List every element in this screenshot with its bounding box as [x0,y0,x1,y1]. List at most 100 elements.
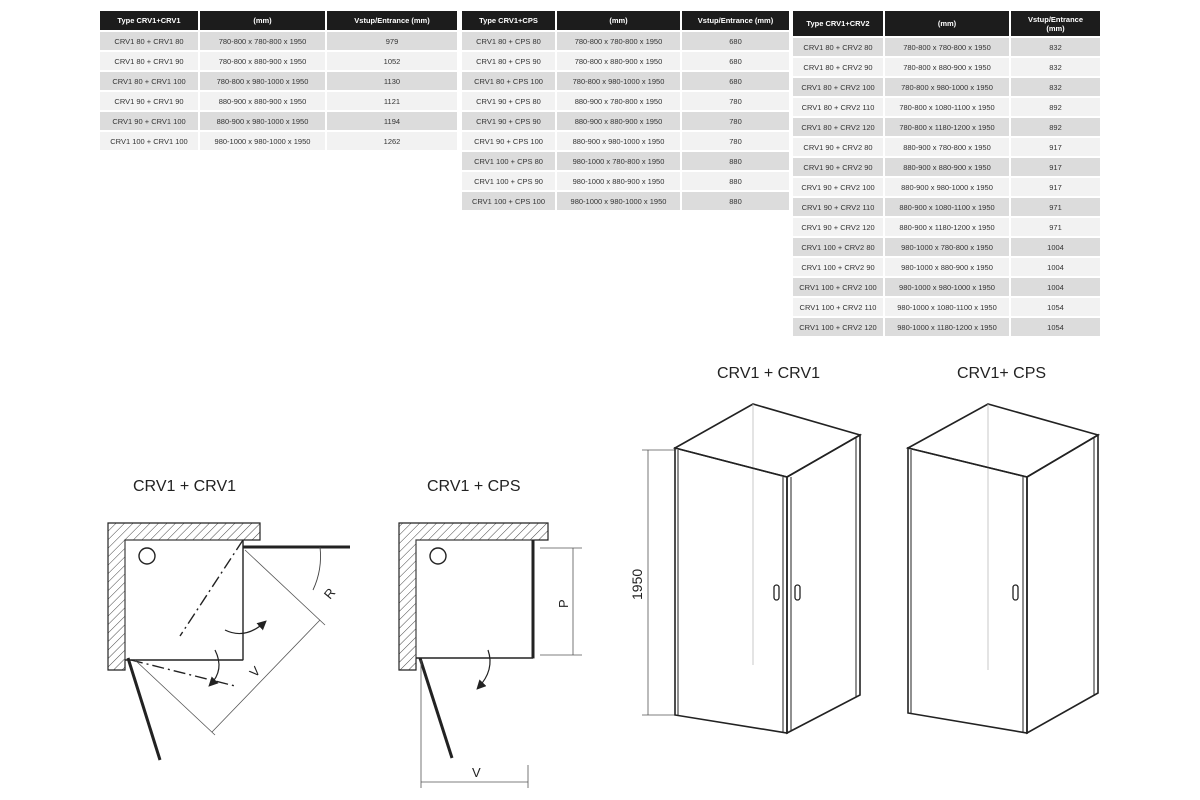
plan-cps-title: CRV1 + CPS [427,478,521,495]
cell-entrance: 1052 [327,52,457,70]
cell-dimensions: 980-1000 x 780-800 x 1950 [557,152,682,170]
cell-dimensions: 780-800 x 980-1000 x 1950 [557,72,682,90]
cell-type: CRV1 100 + CRV2 80 [793,238,885,256]
label-v: V [472,765,481,780]
cell-dimensions: 880-900 x 880-900 x 1950 [885,158,1011,176]
cell-type: CRV1 90 + CRV1 90 [100,92,200,110]
plan-view-crv1-crv1: R V [107,522,350,761]
cell-type: CRV1 80 + CRV2 90 [793,58,885,76]
cell-entrance: 1262 [327,132,457,150]
cell-type: CRV1 100 + CPS 90 [462,172,557,190]
door-handle-icon [794,584,801,601]
cell-type: CRV1 100 + CRV1 100 [100,132,200,150]
cell-dimensions: 780-800 x 1180-1200 x 1950 [885,118,1011,136]
cell-type: CRV1 90 + CRV2 120 [793,218,885,236]
cell-type: CRV1 80 + CRV2 100 [793,78,885,96]
table-crv1-cps: Type CRV1+CPS (mm) Vstup/Entrance (mm) C… [462,9,789,212]
cell-type: CRV1 100 + CRV2 110 [793,298,885,316]
cell-entrance: 880 [682,152,789,170]
door-handle-icon [773,584,780,601]
cell-entrance: 1121 [327,92,457,110]
column-header-dimensions: (mm) [885,11,1011,36]
cell-type: CRV1 90 + CRV2 80 [793,138,885,156]
cell-type: CRV1 80 + CPS 100 [462,72,557,90]
cell-type: CRV1 80 + CRV1 90 [100,52,200,70]
cell-dimensions: 780-800 x 880-900 x 1950 [557,52,682,70]
cell-type: CRV1 100 + CPS 100 [462,192,557,210]
cell-type: CRV1 100 + CPS 80 [462,152,557,170]
column-header-type: Type CRV1+CRV1 [100,11,200,30]
cell-entrance: 979 [327,32,457,50]
cell-entrance: 680 [682,32,789,50]
cell-entrance: 1130 [327,72,457,90]
plan-view-crv1-cps: P V [398,522,582,788]
cell-entrance: 892 [1011,118,1100,136]
cell-entrance: 780 [682,92,789,110]
cell-entrance: 917 [1011,178,1100,196]
column-header-type: Type CRV1+CPS [462,11,557,30]
door-open [418,657,454,759]
table-crv1-crv1: Type CRV1+CRV1 (mm) Vstup/Entrance (mm) … [100,9,457,152]
cell-dimensions: 880-900 x 880-900 x 1950 [200,92,327,110]
cell-dimensions: 980-1000 x 1080-1100 x 1950 [885,298,1011,316]
front-door-panel [907,446,1028,734]
cell-dimensions: 780-800 x 1080-1100 x 1950 [885,98,1011,116]
perspective-crv1-title: CRV1 + CRV1 [717,365,821,382]
cell-type: CRV1 90 + CPS 90 [462,112,557,130]
column-header-dimensions: (mm) [557,11,682,30]
cell-entrance: 1004 [1011,278,1100,296]
cell-dimensions: 880-900 x 980-1000 x 1950 [885,178,1011,196]
cell-entrance: 917 [1011,138,1100,156]
table-header-row: Type CRV1+CRV1 (mm) Vstup/Entrance (mm) [100,11,457,30]
cell-dimensions: 780-800 x 880-900 x 1950 [200,52,327,70]
column-header-dimensions: (mm) [200,11,327,30]
cell-type: CRV1 80 + CRV1 100 [100,72,200,90]
cell-type: CRV1 80 + CRV1 80 [100,32,200,50]
label-v: V [247,663,264,680]
dimension-v [211,619,321,733]
cell-type: CRV1 80 + CRV2 110 [793,98,885,116]
cell-dimensions: 780-800 x 780-800 x 1950 [885,38,1011,56]
height-label: 1950 [629,569,645,600]
cell-entrance: 680 [682,52,789,70]
cell-entrance: 780 [682,132,789,150]
door-left-open [126,657,162,761]
cell-dimensions: 880-900 x 780-800 x 1950 [557,92,682,110]
perspective-cps-title: CRV1+ CPS [957,365,1047,382]
cell-type: CRV1 100 + CRV2 120 [793,318,885,336]
wall-hatched [398,522,549,671]
cell-entrance: 1054 [1011,318,1100,336]
table-header-row: Type CRV1+CRV2 (mm) Vstup/Entrance (mm) [793,11,1100,36]
front-door-panel [674,446,788,734]
cell-dimensions: 980-1000 x 1180-1200 x 1950 [885,318,1011,336]
cell-dimensions: 980-1000 x 980-1000 x 1950 [885,278,1011,296]
drain-icon [429,547,447,565]
cell-entrance: 832 [1011,78,1100,96]
cell-dimensions: 780-800 x 880-900 x 1950 [885,58,1011,76]
table-crv1-crv2: Type CRV1+CRV2 (mm) Vstup/Entrance (mm) … [793,9,1100,338]
cell-dimensions: 780-800 x 980-1000 x 1950 [885,78,1011,96]
column-header-entrance: Vstup/Entrance (mm) [327,11,457,30]
